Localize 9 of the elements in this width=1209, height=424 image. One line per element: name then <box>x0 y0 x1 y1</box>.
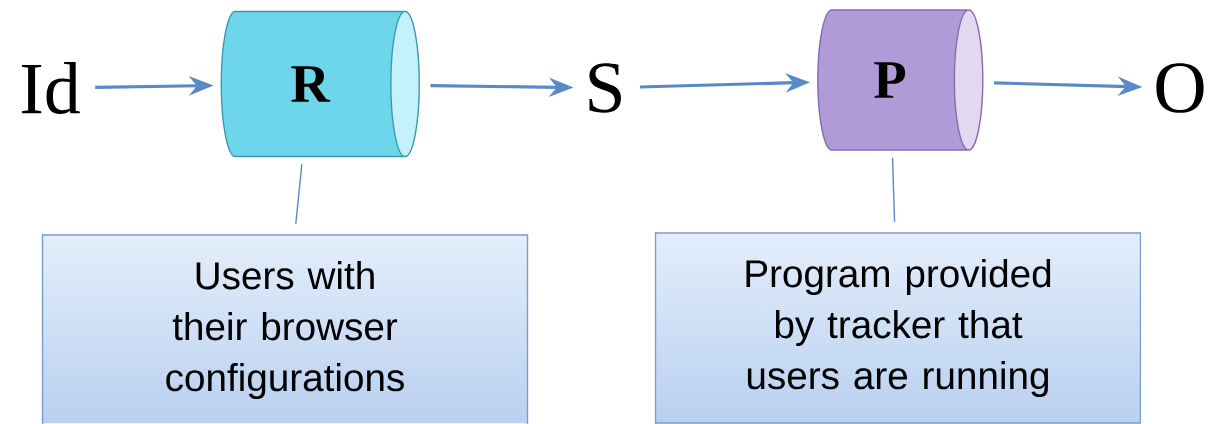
variable-label: Id <box>21 62 80 114</box>
note-box: Users with their browser configurations <box>41 234 529 424</box>
cylinder: R <box>220 10 420 158</box>
variable-label: O <box>1156 63 1204 113</box>
leader-line <box>295 163 303 225</box>
cylinder: P <box>817 9 984 151</box>
leader-line <box>891 157 896 223</box>
variable-label: S <box>589 63 621 113</box>
note-box: Program provided by tracker that users are running <box>654 232 1142 424</box>
